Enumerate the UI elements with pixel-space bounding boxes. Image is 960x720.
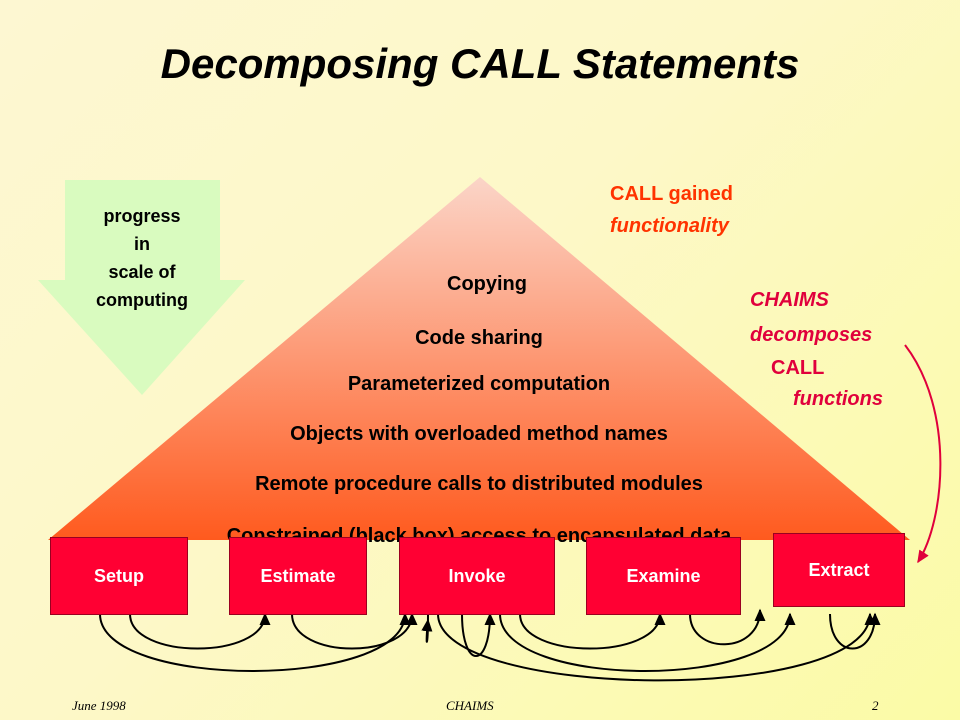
pyramid-level-parameterized: Parameterized computation (348, 373, 610, 395)
progress-arrow: progress in scale of computing (38, 180, 245, 395)
arrow-invoke-self (461, 612, 496, 657)
footer-center: CHAIMS (446, 698, 494, 713)
extract-box: Extract (773, 533, 905, 607)
slide-title: Decomposing CALL Statements (160, 40, 800, 87)
functionality-label: functionality (610, 215, 730, 237)
arrow-setup-to-estimate (129, 612, 271, 650)
pyramid-level-rpc: Remote procedure calls to distributed mo… (255, 473, 703, 495)
estimate-box: Estimate (229, 537, 367, 615)
progress-arrow-shape (38, 180, 245, 395)
pyramid-level-code-sharing: Code sharing (415, 327, 543, 349)
pyramid-level-copying: Copying (447, 273, 527, 295)
arrow-invoke-loop (421, 613, 433, 643)
pyramid-level-objects: Objects with overloaded method names (290, 423, 668, 445)
progress-line-2: in (134, 234, 150, 254)
call-label: CALL (771, 357, 824, 379)
arrow-setup-to-invoke (99, 612, 411, 672)
call-gained-label: CALL gained (610, 183, 733, 205)
progress-line-3: scale of (108, 262, 176, 282)
footer-page-number: 2 (872, 698, 879, 713)
arrow-invoke-to-extract (499, 612, 796, 672)
progress-line-1: progress (103, 206, 180, 226)
pyramid-shape (48, 177, 910, 540)
functions-label: functions (793, 388, 883, 410)
invoke-box: Invoke (399, 537, 555, 615)
decomposes-label: decomposes (750, 324, 872, 346)
chaims-pointer-arrow (904, 344, 942, 564)
call-flow-arrows (99, 608, 881, 682)
arrow-examine-to-extract (689, 608, 766, 646)
arrow-invoke-to-examine (519, 612, 666, 650)
arrow-estimate-to-invoke (291, 612, 418, 650)
progress-line-4: computing (96, 290, 188, 310)
footer-date: June 1998 (72, 698, 126, 713)
chaims-label: CHAIMS (750, 289, 830, 311)
arrow-extract-self (829, 612, 881, 650)
setup-box: Setup (50, 537, 188, 615)
examine-box: Examine (586, 537, 741, 615)
